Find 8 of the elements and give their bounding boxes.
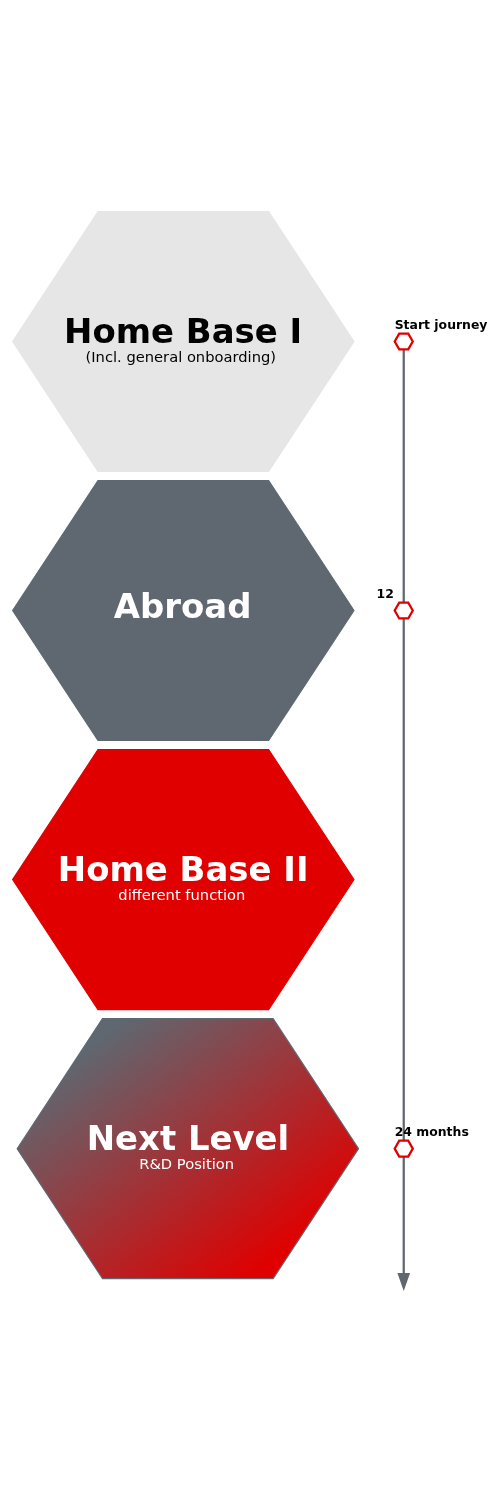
node-hexagon: [393, 332, 415, 351]
arrow: [397, 1156, 411, 1291]
node-label: 12: [376, 585, 394, 601]
connector: [402, 349, 405, 603]
connector: [402, 618, 405, 1141]
node-hexagon: [393, 1139, 415, 1158]
node-label: Start journey: [394, 316, 488, 332]
node-hexagon: [393, 601, 415, 620]
